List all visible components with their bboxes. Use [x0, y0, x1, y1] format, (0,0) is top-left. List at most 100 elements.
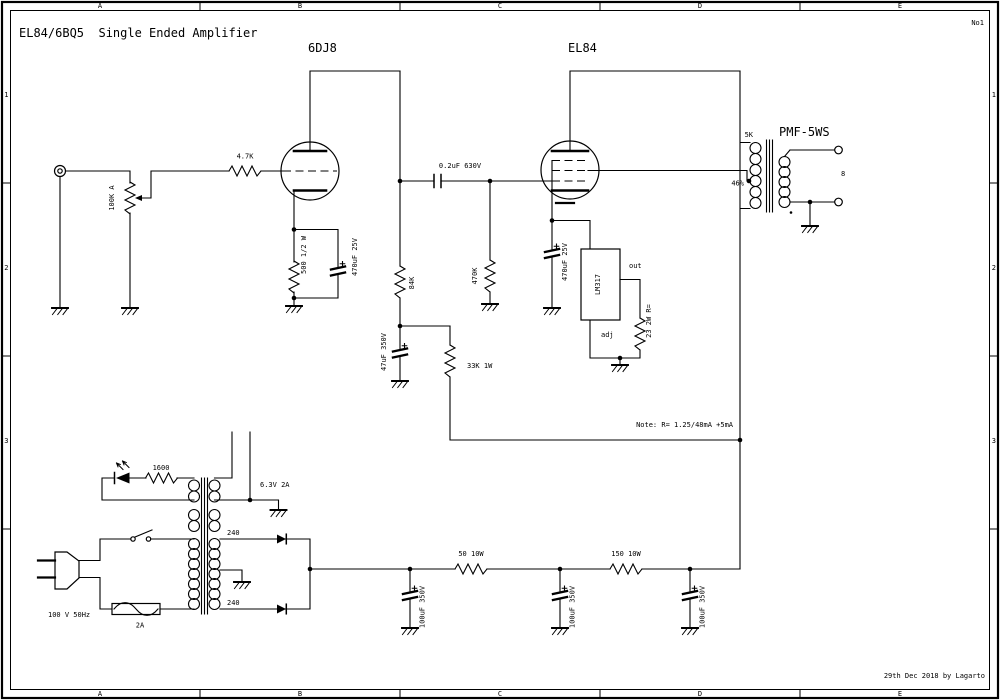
- ultralinear-tap-wire: [587, 169, 750, 182]
- ground-symbol: [801, 225, 819, 234]
- grid-stopper-label: 4.7K: [237, 153, 255, 161]
- volume-pot-body: [124, 181, 136, 215]
- opt-primary-label: 5K: [745, 131, 754, 139]
- pot-wiper-arrow-icon: [135, 195, 142, 201]
- zone-row-left-3: 3: [4, 437, 8, 445]
- coil-turn: [778, 155, 791, 169]
- power-transformer: [187, 477, 221, 615]
- junction-dot: [617, 355, 623, 361]
- first-stage: 6DJ8 500 1/2 W 470uF 25V 84K 47uF 350V 3…: [280, 41, 741, 441]
- zone-col-bot-c: C: [498, 690, 502, 698]
- ground-symbol: [543, 307, 561, 316]
- ground-symbol: [121, 307, 139, 316]
- ground-symbol: [51, 307, 69, 316]
- cathode1-resistor: [288, 260, 300, 294]
- filter-c3-label: 100uF 350V: [699, 585, 707, 628]
- coil-turn: [778, 165, 791, 179]
- zone-row-left-2: 2: [4, 264, 8, 272]
- zone-col-top-b: B: [298, 2, 302, 10]
- coil-turn: [749, 196, 762, 210]
- coil-turn: [778, 195, 791, 209]
- rectifier-diode-icon: [276, 533, 288, 545]
- zone-col-bot-d: D: [698, 690, 702, 698]
- grid2-resistor-label: 470K: [471, 267, 479, 285]
- output-transformer: PMF-5WS 5K 46% 8: [731, 70, 845, 570]
- regulator-out-label: out: [629, 262, 642, 270]
- coil-turn: [749, 141, 762, 155]
- ground-symbol: [681, 627, 699, 636]
- tube1-leads: [293, 70, 401, 231]
- decoupling-wires: [399, 325, 451, 382]
- pilot-resistor: [144, 472, 179, 484]
- bias-note: Note: R= 1.25/48mA +5mA: [636, 421, 734, 429]
- zone-row-left-1: 1: [4, 91, 8, 99]
- rectifier-diode-icon: [276, 603, 288, 615]
- input-jack-pin: [57, 168, 63, 174]
- ground-symbol: [401, 627, 419, 636]
- coupling-section: 0.2uF 630V 470K: [397, 162, 553, 312]
- speaker-terminal: [834, 145, 843, 155]
- zone-col-top-c: C: [498, 2, 502, 10]
- filter-c1-label: 100uF 350V: [419, 585, 427, 628]
- credit-date: 29th Dec 2018 by Lagarto: [884, 672, 985, 680]
- heater-label: 6.3V 2A: [260, 481, 290, 489]
- ground-symbol: [269, 509, 288, 518]
- decoupling-cap-label: 47uF 350V: [380, 332, 388, 371]
- heater-wires: [213, 431, 280, 511]
- bias-set-resistor: [634, 317, 646, 351]
- regulator-wires: [589, 278, 641, 366]
- zone-col-top-d: D: [698, 2, 702, 10]
- tube2-grids-icon: [552, 159, 588, 182]
- hv-winding-bottom-label: 240: [227, 599, 240, 607]
- bias-set-resistor-label: 23 2W R=: [645, 304, 653, 338]
- ground-symbol: [391, 380, 409, 389]
- zone-col-top-e: E: [898, 2, 902, 10]
- coil-turn: [749, 185, 762, 199]
- filter-c2-label: 100uF 350V: [569, 585, 577, 628]
- junction-dot: [247, 497, 253, 503]
- zone-col-top-a: A: [98, 2, 103, 10]
- ground-symbol: [285, 305, 303, 314]
- input-section: 4.7K 100K A: [51, 153, 284, 316]
- coil-turn: [749, 163, 762, 177]
- pilot-resistor-label: 1600: [153, 464, 170, 472]
- fuse-label: 2A: [136, 622, 145, 630]
- filter-resistor-2: [609, 563, 643, 575]
- zone-col-bot-e: E: [898, 690, 902, 698]
- switch-contact: [130, 536, 136, 542]
- regulator-adj-label: adj: [601, 331, 614, 339]
- zone-row-right-3: 3: [992, 437, 996, 445]
- fuse-element-icon: [113, 602, 159, 616]
- switch-lever-icon: [134, 529, 153, 538]
- tube1-label: 6DJ8: [308, 41, 337, 55]
- cathode2-wires: [551, 219, 591, 309]
- phase-dot: [789, 211, 793, 214]
- ground-symbol: [551, 627, 569, 636]
- regulator-body: [580, 248, 621, 321]
- opt-secondary-leads: [783, 149, 836, 227]
- led-emission-arrows-icon: [115, 460, 130, 471]
- wiper-wires: [141, 170, 284, 199]
- sheet-number: No1: [971, 19, 984, 27]
- zone-col-bot-b: B: [298, 690, 302, 698]
- ul-tap-dot: [746, 178, 752, 184]
- coil-turn: [749, 174, 762, 188]
- coil-turn: [749, 152, 762, 166]
- bplus-feed-wire: [449, 325, 741, 441]
- ground-symbol: [611, 364, 629, 373]
- grid-stopper-resistor: [228, 165, 262, 177]
- inner-border: [10, 10, 990, 690]
- tube2-leads: [551, 70, 741, 222]
- coupling-cap-plates: [433, 173, 442, 189]
- junction-dot: [807, 199, 813, 205]
- coupling-cap-label: 0.2uF 630V: [439, 162, 482, 170]
- mains-plug-icon: [54, 551, 80, 590]
- opt-primary-leads: [739, 70, 751, 570]
- mains-label: 100 V 50Hz: [48, 611, 90, 619]
- plug-prongs-icon: [36, 559, 57, 579]
- zone-row-right-1: 1: [992, 91, 996, 99]
- power-supply: 100 V 50Hz 2A 1600 6.3V 2A: [36, 431, 741, 636]
